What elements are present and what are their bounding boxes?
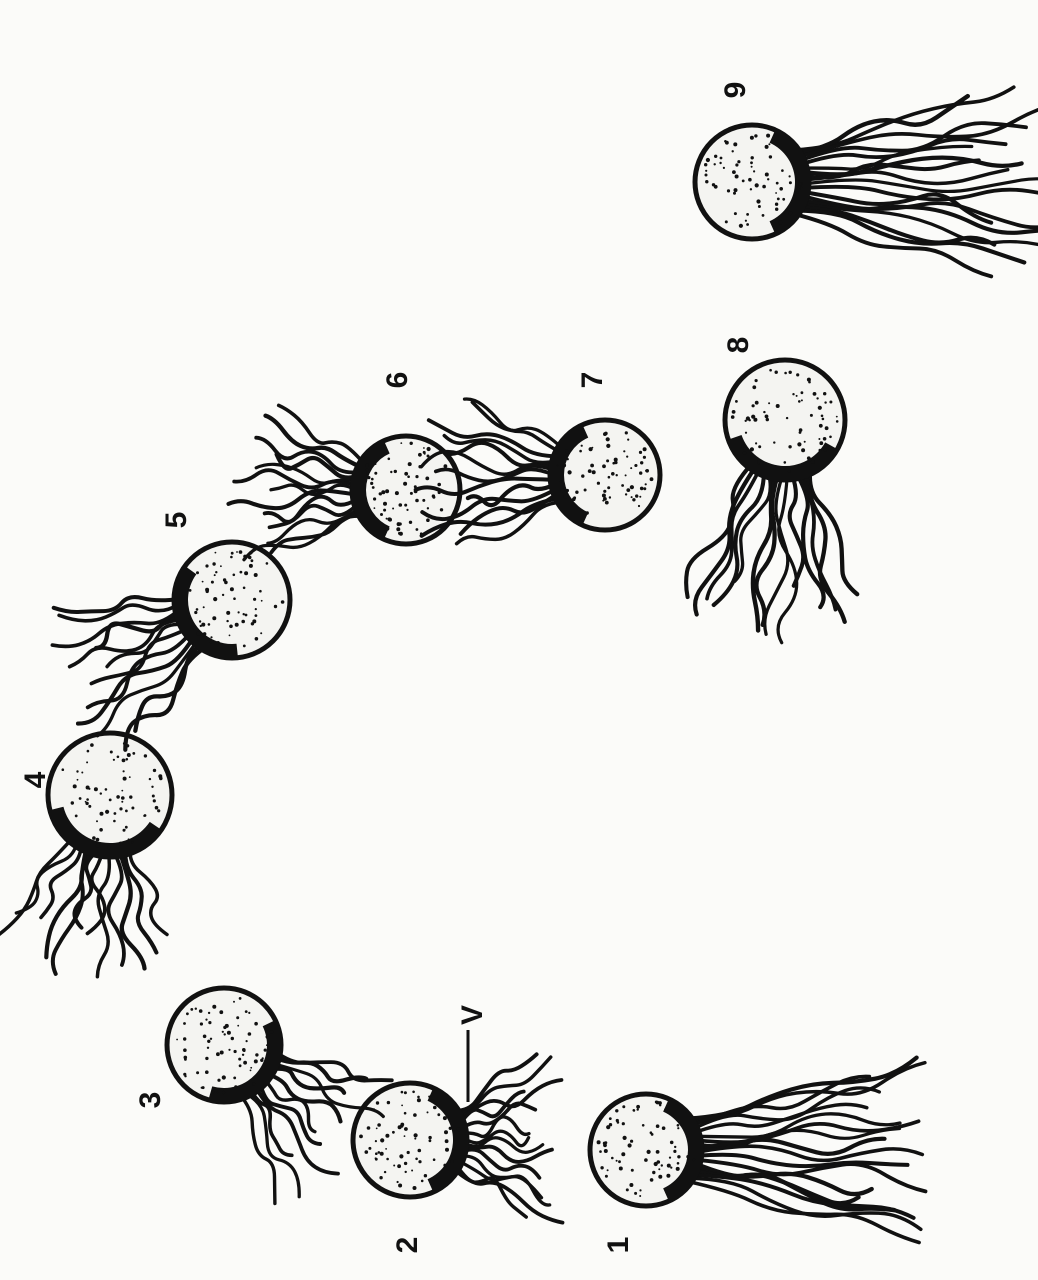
cell-stage-6	[229, 405, 461, 559]
flagellum	[804, 158, 1022, 175]
stage-label-1: 1	[602, 1237, 635, 1254]
flagella-bundle	[794, 87, 1038, 276]
cell-stage-8	[686, 360, 857, 643]
stage-label-6: 6	[381, 372, 414, 389]
flagellum	[689, 1178, 921, 1229]
flagellum	[0, 838, 73, 935]
cell-stage-4	[0, 733, 172, 977]
stage-label-9: 9	[719, 82, 752, 99]
flagellum	[256, 464, 357, 483]
labels-layer: 1 2 3 4 5 6 7 8 9 V	[19, 82, 755, 1254]
flagella-bundle	[0, 838, 167, 977]
stage-label-3: 3	[134, 1092, 167, 1109]
cell-stage-1	[590, 1058, 926, 1243]
marker-label-v: V	[456, 1005, 489, 1025]
flagella-bundle	[687, 1058, 926, 1243]
stage-label-8: 8	[722, 337, 755, 354]
flagella-bundle	[686, 464, 857, 643]
flagellum	[256, 438, 360, 473]
cell-stage-9	[695, 87, 1038, 276]
flagella-bundle	[229, 405, 365, 559]
flagellum	[687, 1058, 917, 1119]
stage-label-4: 4	[19, 771, 52, 788]
stage-label-2: 2	[391, 1237, 424, 1254]
stage-label-5: 5	[160, 512, 193, 529]
flagellum	[810, 469, 857, 594]
cell-stage-7	[416, 399, 660, 544]
cell-stage-3	[167, 988, 392, 1204]
cell-stage-5	[52, 542, 290, 750]
stage-label-7: 7	[576, 372, 609, 389]
flagella-bundle	[454, 1054, 563, 1222]
cells-layer	[0, 87, 1038, 1242]
flagellum	[130, 848, 167, 934]
